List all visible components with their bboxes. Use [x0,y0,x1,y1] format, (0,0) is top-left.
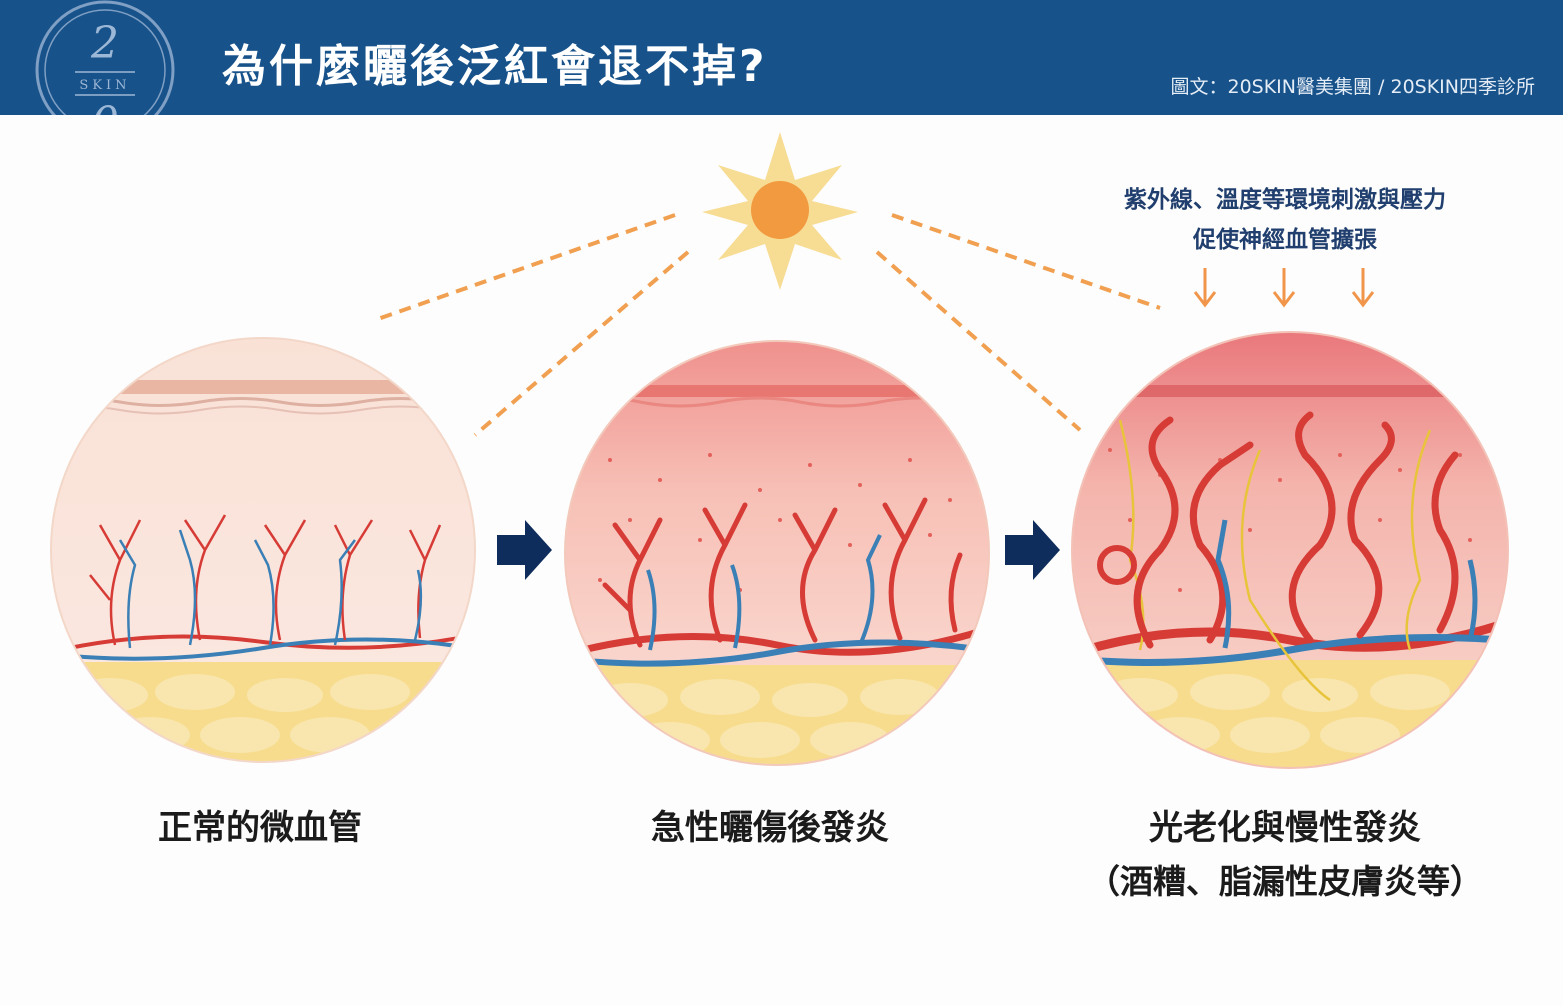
caption-chronic: 光老化與慢性發炎 [1149,808,1421,848]
normal-capillaries-illustration [51,338,475,762]
photoaging-chronic-inflammation-illustration [1072,332,1508,768]
caption-normal: 正常的微血管 [158,808,362,848]
20skin-logo: 2 SKIN 0 [35,0,175,115]
trigger-note-line2: 促使神經血管擴張 [1193,227,1377,253]
skin-diagram [50,132,1509,769]
page-title: 為什麼曬後泛紅會退不掉? [222,41,768,92]
acute-sunburn-inflammation-illustration [565,341,989,765]
sun-icon [702,132,858,290]
header-banner: 2 SKIN 0 為什麼曬後泛紅會退不掉? 圖文：20SKIN醫美集團 / 20… [0,0,1563,115]
credit-text: 圖文：20SKIN醫美集團 / 20SKIN四季診所 [1170,76,1535,98]
sun-rays-dashed-lines [374,213,1161,437]
svg-text:0: 0 [91,98,119,115]
down-arrow-icons [1193,268,1375,308]
trigger-note-line1: 紫外線、溫度等環境刺激與壓力 [1124,187,1446,213]
svg-text:2: 2 [90,18,119,69]
svg-text:SKIN: SKIN [79,78,130,93]
trigger-note: 紫外線、溫度等環境刺激與壓力 促使神經血管擴張 [1060,180,1510,260]
right-arrow-icon [1005,520,1060,580]
caption-acute: 急性曬傷後發炎 [651,808,889,848]
right-arrow-icon [497,520,552,580]
caption-chronic-sub: （酒糟、脂漏性皮膚炎等） [1087,862,1483,901]
